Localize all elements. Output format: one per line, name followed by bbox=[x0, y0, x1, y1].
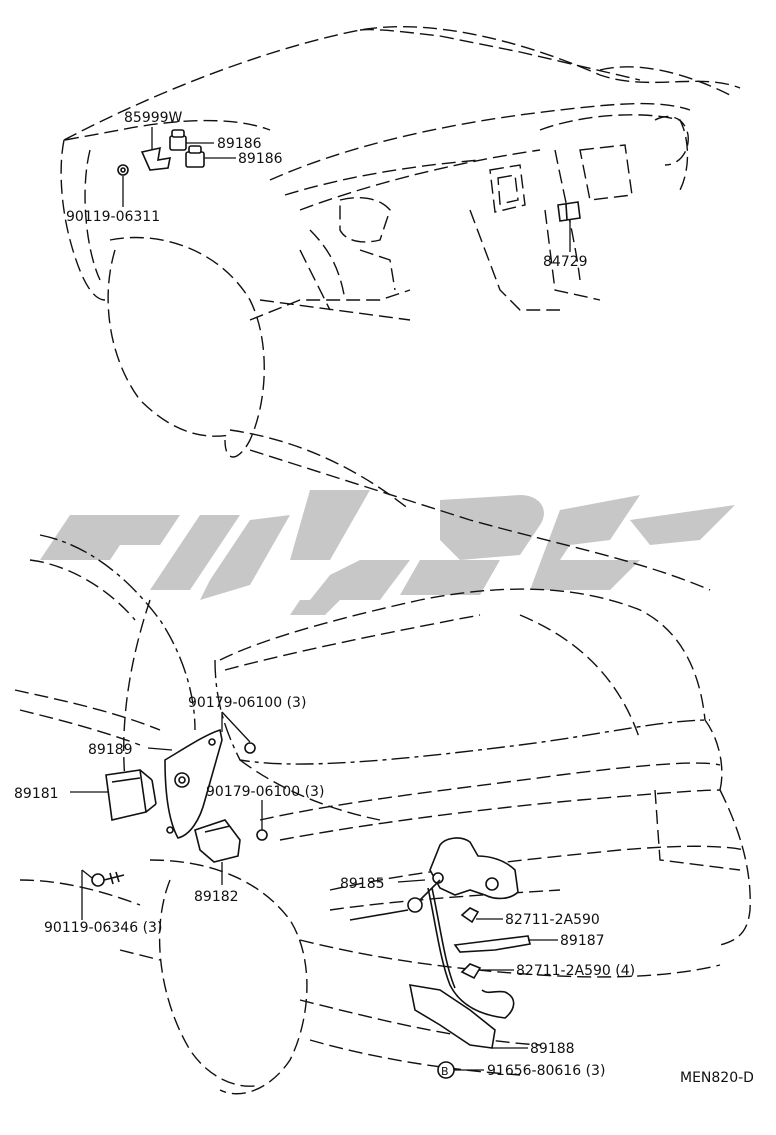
label-89185: 89185 bbox=[340, 876, 385, 892]
part-82711-clamp-a bbox=[460, 907, 480, 924]
label-89187: 89187 bbox=[560, 933, 605, 949]
label-89182: 89182 bbox=[194, 889, 239, 905]
label-89189: 89189 bbox=[88, 742, 133, 758]
label-90119-06311: 90119-06311 bbox=[66, 209, 160, 225]
part-90119-06311-bolt bbox=[117, 164, 129, 176]
bolt-symbol: B bbox=[441, 1065, 449, 1078]
part-85999w-bracket bbox=[140, 146, 172, 171]
label-90179-06100-a: 90179-06100 (3) bbox=[188, 695, 306, 711]
part-89187-bracket bbox=[453, 935, 531, 953]
part-90119-06346-bolt bbox=[91, 871, 125, 887]
label-89181: 89181 bbox=[14, 786, 59, 802]
part-90179-nut-b bbox=[256, 829, 268, 841]
part-89185-actuator bbox=[349, 837, 519, 921]
label-89186-b: 89186 bbox=[238, 151, 283, 167]
part-90179-nut-a bbox=[244, 742, 256, 754]
label-82711-2a590-b: 82711-2A590 (4) bbox=[516, 963, 635, 979]
label-90179-06100-b: 90179-06100 (3) bbox=[206, 784, 324, 800]
lower-view: B 90179-06100 (3) 89189 89181 90179-0610… bbox=[14, 449, 751, 1095]
label-91656-80616: 91656-80616 (3) bbox=[487, 1063, 605, 1079]
watermark-logo bbox=[40, 490, 735, 615]
label-89186-a: 89186 bbox=[217, 136, 262, 152]
label-82711-2a590-a: 82711-2A590 bbox=[505, 912, 600, 928]
upper-view: 85999W 89186 89186 90119-06311 84729 bbox=[60, 25, 741, 511]
part-89189-bracket bbox=[164, 728, 223, 839]
label-89188: 89188 bbox=[530, 1041, 575, 1057]
part-89182-sensor bbox=[194, 819, 241, 863]
label-84729: 84729 bbox=[543, 254, 588, 270]
part-89186-sensor-a bbox=[169, 129, 187, 151]
label-85999w: 85999W bbox=[124, 110, 183, 126]
part-89186-sensor-b bbox=[185, 145, 205, 168]
part-82711-clamp-b bbox=[460, 963, 482, 980]
part-89188-wire-harness bbox=[408, 887, 515, 1049]
part-89181-module bbox=[105, 769, 157, 821]
part-84729-switch bbox=[557, 201, 581, 222]
label-90119-06346: 90119-06346 (3) bbox=[44, 920, 162, 936]
part-91656-screw-symbol: B bbox=[437, 1061, 455, 1079]
diagram-code: MEN820-D bbox=[680, 1070, 754, 1086]
